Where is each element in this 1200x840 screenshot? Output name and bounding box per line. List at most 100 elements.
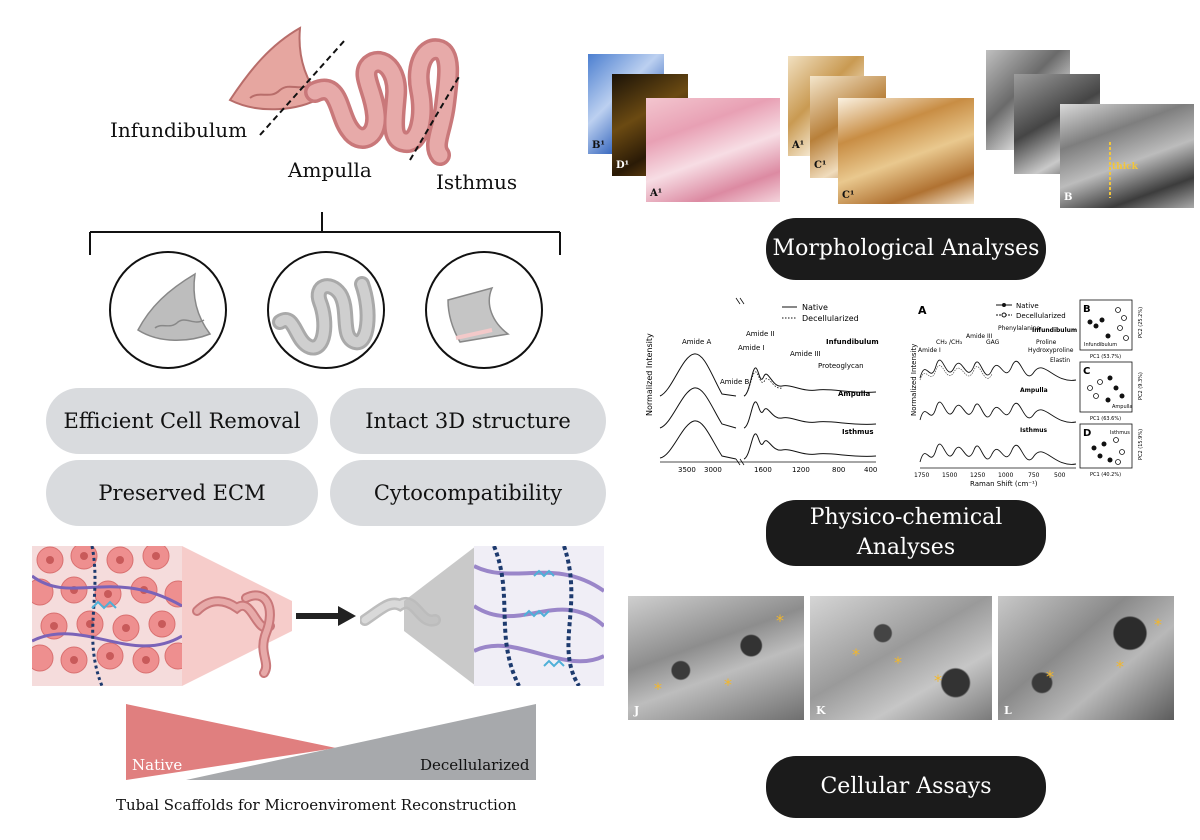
svg-text:*: *	[934, 671, 942, 690]
feature-ecm: Preserved ECM	[46, 460, 318, 526]
physico-line-2: Analyses	[856, 535, 956, 560]
raman-xtick-750: 750	[1028, 472, 1040, 479]
ftir-row-ampulla: Ampulla	[838, 390, 871, 398]
pca-b-ylabel: PC2 (25.2%)	[1138, 307, 1144, 338]
sem-label-b: B	[1064, 192, 1073, 203]
stain-label-c2: C¹	[842, 190, 855, 201]
feature-cell-removal: Efficient Cell Removal	[46, 388, 318, 454]
ftir-legend-native: Native	[802, 303, 828, 312]
histology-label-b1: B¹	[592, 140, 605, 151]
ftir-xtick-1200: 1200	[792, 466, 810, 474]
histology-label-a1: A¹	[650, 188, 663, 199]
ampulla-label: Ampulla	[288, 158, 372, 182]
physico-chemical-pill: Physico-chemical Analyses	[766, 500, 1046, 566]
segment-circles	[109, 251, 543, 369]
svg-text:*: *	[894, 653, 902, 672]
ftir-legend-decell: Decellularized	[802, 314, 859, 323]
raman-peak-gag: GAG	[986, 339, 1000, 346]
histology-label-d1: D¹	[616, 160, 630, 171]
raman-row-ampulla: Ampulla	[1020, 387, 1048, 394]
sem-label-k: K	[816, 704, 826, 717]
ftir-row-infundibulum: Infundibulum	[826, 338, 879, 346]
physico-line-1: Physico-chemical	[809, 505, 1003, 530]
native-tissue-illustration	[32, 546, 182, 686]
pca-d-xlabel: PC1 (40.2%)	[1090, 472, 1121, 478]
pca-panel-d: D	[1083, 428, 1091, 439]
stain-tan-image-3	[838, 98, 974, 204]
ftir-ylabel: Normalized Intensity	[645, 333, 654, 416]
feature-cytocompat: Cytocompatibility	[330, 460, 606, 526]
raman-peak-amide-i: Amide I	[918, 347, 941, 354]
decell-zoom-cone	[404, 546, 476, 686]
feature-structure: Intact 3D structure	[330, 388, 606, 454]
decellularized-label: Decellularized	[420, 756, 530, 774]
sem-label-j: J	[634, 704, 640, 717]
raman-peak-ch2: CH₂ /CH₃	[936, 339, 963, 346]
sem-cell-image-l	[998, 596, 1174, 720]
pca-b-xlabel: PC1 (53.7%)	[1090, 354, 1121, 360]
raman-peak-elastin: Elastin	[1050, 357, 1070, 364]
svg-text:*: *	[776, 611, 784, 630]
pca-d-tag: Isthmus	[1110, 430, 1130, 436]
stain-label-c1: C¹	[814, 160, 827, 171]
svg-text:*: *	[654, 679, 662, 698]
sem-cell-image-k	[810, 596, 992, 720]
pca-c-ylabel: PC2 (9.3%)	[1138, 372, 1144, 400]
svg-text:*: *	[852, 645, 860, 664]
raman-xtick-1750: 1750	[914, 472, 929, 479]
raman-legend-decell: Decellularized	[1016, 312, 1066, 320]
native-tube-small	[241, 590, 275, 678]
pca-panel-c: C	[1083, 366, 1090, 377]
ftir-chart: Normalized Intensity Native Decellulariz…	[642, 296, 882, 478]
raman-ylabel: Normalized Intensity	[910, 344, 918, 416]
raman-peak-phenylalanine: Phenylalanine	[998, 325, 1040, 332]
morphological-analyses-pill: Morphological Analyses	[766, 218, 1046, 280]
sem-cell-image-j	[628, 596, 804, 720]
ftir-peak-amide-i: Amide I	[738, 344, 765, 352]
ftir-xtick-3500: 3500	[678, 466, 696, 474]
oviduct-illustration	[228, 26, 461, 166]
ftir-xtick-3000: 3000	[704, 466, 722, 474]
decell-matrix-illustration	[474, 546, 604, 686]
raman-chart: A Normalized Intensity Native Decellular…	[904, 296, 1198, 488]
ftir-peak-proteoglycan: Proteoglycan	[818, 362, 864, 370]
svg-text:*: *	[1116, 657, 1124, 676]
raman-xtick-1000: 1000	[998, 472, 1013, 479]
pca-b-tag: Infundibulum	[1084, 342, 1117, 348]
pca-c-tag: Ampulla	[1112, 404, 1132, 410]
cellular-assays-pill: Cellular Assays	[766, 756, 1046, 818]
raman-peak-proline: Proline	[1036, 339, 1057, 346]
sem-mark-label: thick	[1112, 162, 1138, 172]
infundibulum-label: Infundibulum	[110, 118, 248, 142]
stain-label-a2: A¹	[792, 140, 805, 151]
pca-panel-b: B	[1083, 304, 1091, 315]
ftir-row-isthmus: Isthmus	[842, 428, 874, 436]
svg-text:*: *	[1046, 667, 1054, 686]
raman-row-infundibulum: Infundibulum	[1032, 327, 1077, 334]
native-decell-gradient	[126, 704, 536, 780]
raman-xtick-1500: 1500	[942, 472, 957, 479]
figure-caption: Tubal Scaffolds for Microenviroment Reco…	[116, 796, 517, 814]
sem-asterisk-markers: *** *** ***	[654, 611, 1162, 698]
svg-text:*: *	[724, 675, 732, 694]
segment-bracket	[89, 212, 561, 255]
arrow-right-icon	[296, 606, 356, 626]
raman-xtick-1250: 1250	[970, 472, 985, 479]
raman-xtick-500: 500	[1054, 472, 1066, 479]
ftir-xtick-1600: 1600	[754, 466, 772, 474]
pca-c-xlabel: PC1 (63.6%)	[1090, 416, 1121, 422]
raman-legend-native: Native	[1016, 302, 1039, 310]
ftir-peak-amide-b: Amide B	[720, 378, 750, 386]
native-zoom-cone	[182, 546, 292, 686]
histology-pink-image	[646, 98, 780, 202]
ftir-xtick-800: 800	[832, 466, 845, 474]
raman-row-isthmus: Isthmus	[1020, 427, 1047, 434]
isthmus-label: Isthmus	[436, 170, 518, 194]
sem-image-3	[1060, 104, 1194, 208]
raman-panel-a: A	[918, 304, 927, 317]
ftir-peak-amide-a: Amide A	[682, 338, 712, 346]
sem-thickness-marker	[1109, 142, 1111, 198]
raman-xlabel: Raman Shift (cm⁻¹)	[970, 480, 1038, 488]
native-label: Native	[132, 756, 183, 774]
ftir-xtick-400: 400	[864, 466, 877, 474]
